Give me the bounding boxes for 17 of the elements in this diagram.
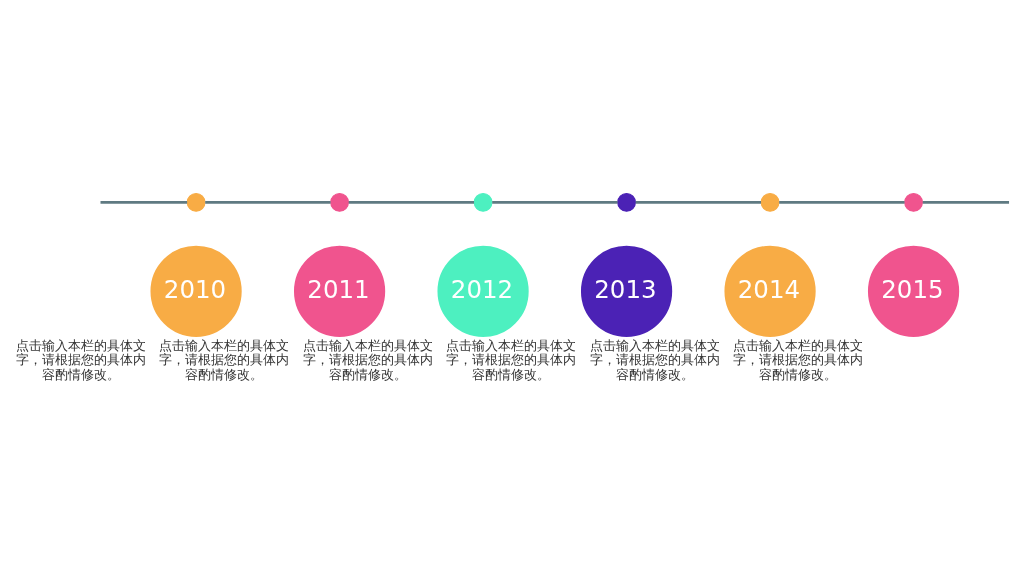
node-circle xyxy=(904,192,923,212)
node-circle xyxy=(473,192,493,212)
node-circle xyxy=(186,192,206,212)
node-label: 点击输入本栏的具体文字，请根据您的具体内容酌情修改。 xyxy=(15,337,146,382)
connector xyxy=(779,200,905,204)
node-label: 点击输入本栏的具体文字，请根据您的具体内容酌情修改。 xyxy=(159,337,290,382)
connector xyxy=(348,200,475,204)
connector xyxy=(492,200,618,204)
connector xyxy=(635,200,762,204)
node-circle xyxy=(330,192,350,212)
node-circle xyxy=(617,192,637,212)
node-label: 点击输入本栏的具体文字，请根据您的具体内容酌情修改。 xyxy=(733,337,864,382)
connector xyxy=(205,200,331,204)
connector xyxy=(922,200,1010,204)
node-circle xyxy=(760,192,780,212)
connector xyxy=(100,200,188,204)
node-label: 点击输入本栏的具体文字，请根据您的具体内容酌情修改。 xyxy=(446,337,577,382)
